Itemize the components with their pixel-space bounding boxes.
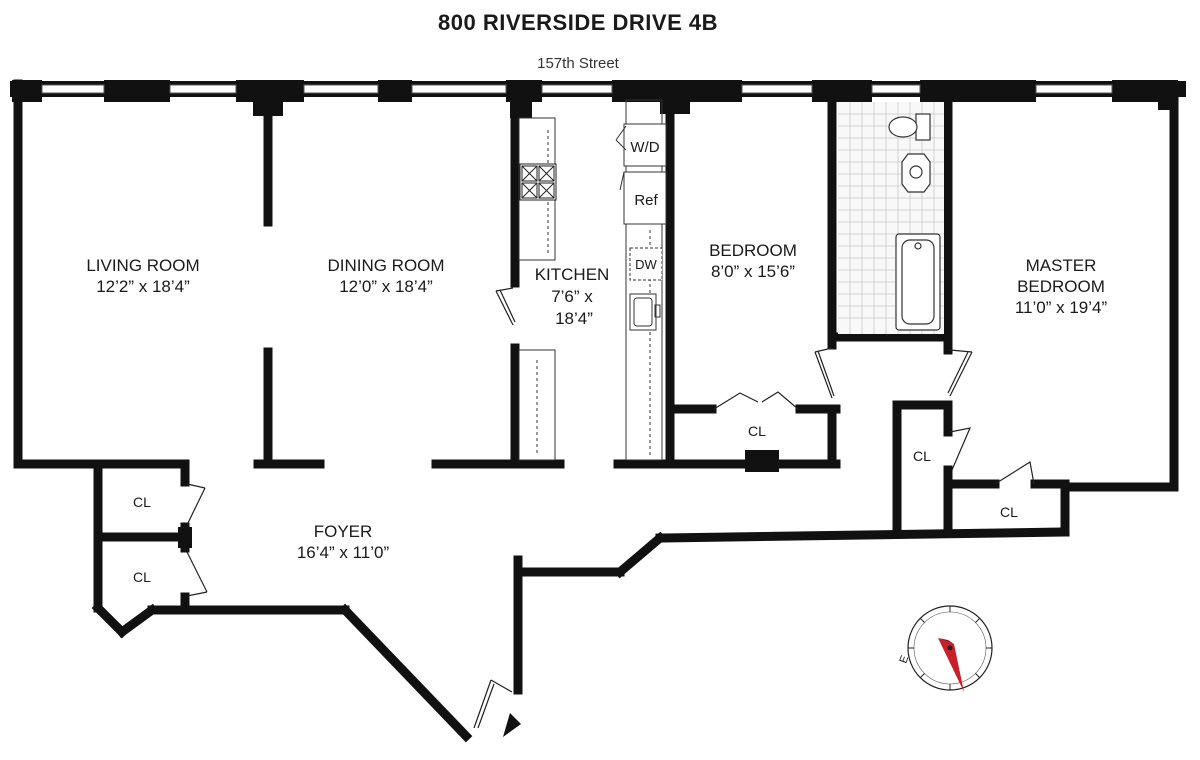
- dining-room-dims: 12’0” x 18’4”: [339, 277, 433, 296]
- foyer-dims: 16’4” x 11’0”: [297, 543, 390, 562]
- closet-label: CL: [133, 494, 151, 510]
- master-bedroom-dims: 11’0” x 19’4”: [1015, 298, 1108, 317]
- bedroom-dims: 8’0” x 15’6”: [711, 262, 795, 281]
- foyer-name: FOYER: [314, 522, 373, 541]
- compass-icon: E: [898, 605, 993, 692]
- closet-label: CL: [913, 448, 931, 464]
- street-label: 157th Street: [537, 55, 620, 72]
- windows: [41, 84, 1113, 94]
- living-room-dims: 12’2” x 18’4”: [96, 277, 190, 296]
- plan-title: 800 RIVERSIDE DRIVE 4B: [438, 10, 718, 35]
- washer-dryer-label: W/D: [630, 139, 659, 156]
- kitchen-name: KITCHEN: [535, 265, 610, 284]
- compass-letter: E: [898, 654, 912, 665]
- closet-label: CL: [1000, 504, 1018, 520]
- living-room-name: LIVING ROOM: [86, 256, 199, 275]
- master-bedroom-name-line2: BEDROOM: [1017, 277, 1105, 296]
- wall-columns: [12, 80, 1178, 548]
- kitchen-dims-line2: 18’4”: [555, 309, 593, 328]
- dishwasher-label: DW: [635, 257, 657, 272]
- master-bedroom-name-line1: MASTER: [1026, 256, 1097, 275]
- closet-labels: CL CL CL CL CL: [133, 423, 1018, 585]
- entry-arrow: [503, 713, 521, 737]
- bathroom: [838, 102, 944, 334]
- bedroom-name: BEDROOM: [709, 241, 797, 260]
- refrigerator-label: Ref: [634, 192, 658, 209]
- appliance-labels: W/D Ref DW: [630, 139, 659, 272]
- closet-label: CL: [748, 423, 766, 439]
- kitchen-dims-line1: 7’6” x: [551, 287, 593, 306]
- kitchen-fixtures: [518, 99, 667, 461]
- room-labels: LIVING ROOM 12’2” x 18’4” DINING ROOM 12…: [86, 241, 1107, 562]
- walls: [10, 79, 1186, 743]
- closet-label: CL: [133, 569, 151, 585]
- dining-room-name: DINING ROOM: [327, 256, 444, 275]
